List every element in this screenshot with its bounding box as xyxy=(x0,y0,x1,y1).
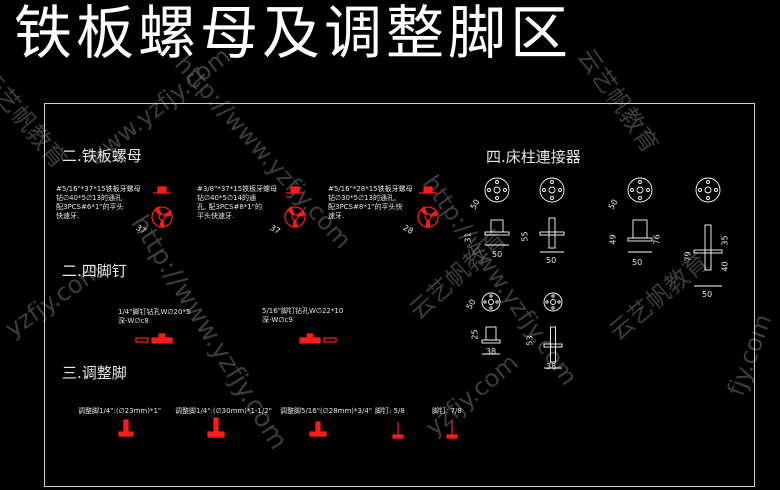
dimension-label: 50 xyxy=(702,290,713,299)
note-text: 5/16"脚钉钻孔W∅22*10 深-W∅c9 xyxy=(262,307,344,324)
nail-drawing xyxy=(446,420,458,439)
note-text: #5/16"*28*15铁板牙螺母 钻∅30*5∅13的通孔, 配3PCS#8*… xyxy=(328,185,413,220)
nail-drawing xyxy=(392,422,404,439)
leveler-drawing xyxy=(118,419,134,437)
tee-nut-drawing xyxy=(151,186,173,228)
connector-drawing xyxy=(539,177,565,253)
dimension-label: 49 xyxy=(608,234,618,245)
section-heading: 三.调整脚 xyxy=(62,364,127,382)
four-prong-nut-drawing xyxy=(299,333,321,344)
section-heading: 四.床柱連接器 xyxy=(486,148,581,166)
dimension-label: 76 xyxy=(652,234,662,245)
four-prong-nut-drawing xyxy=(151,333,173,344)
dimension-label: 55 xyxy=(520,231,530,242)
connector-drawing xyxy=(627,177,653,253)
drawing-frame xyxy=(44,103,755,487)
dimension-label: 50 xyxy=(492,250,503,259)
note-text: 调整脚1/4":(∅23mm)*1" xyxy=(78,407,162,415)
dimension-label: 31 xyxy=(463,232,473,243)
dimension-label: 35 xyxy=(720,235,730,246)
note-text: #3/8"*37*15铁板牙螺母 钻∅40*5∅14的通 孔, 配3PCS#8*… xyxy=(197,185,278,220)
four-prong-nut-drawing xyxy=(323,337,337,343)
dimension-label: 25 xyxy=(470,329,480,340)
four-prong-nut-drawing xyxy=(135,337,149,343)
dimension-label: 79 xyxy=(683,251,693,262)
note-text: 调整脚1/4":(∅30mm)*1-1/2" xyxy=(175,407,272,415)
note-text: 1/4"脚钉钻孔W∅20*5 深-W∅c8 xyxy=(118,308,191,325)
leveler-drawing xyxy=(309,421,327,437)
tee-nut-drawing xyxy=(417,186,439,228)
section-heading: 二.铁板螺母 xyxy=(62,147,142,165)
note-text: #5/16"*37*15铁板牙螺母 钻∅40*5∅13的通孔 配3PCS#6*1… xyxy=(56,185,141,220)
connector-drawing xyxy=(693,177,723,287)
leveler-drawing xyxy=(207,417,225,438)
connector-drawing xyxy=(481,292,501,355)
tee-nut-drawing xyxy=(284,186,306,228)
dimension-label: 50 xyxy=(632,258,643,267)
connector-drawing xyxy=(484,177,510,246)
dimension-label: 38 xyxy=(546,362,557,371)
note-text: 脚钉: 7/8 xyxy=(432,407,462,415)
dimension-label: 53 xyxy=(525,335,535,346)
section-heading: 二.四脚钉 xyxy=(62,262,127,280)
dimension-label: 38 xyxy=(486,347,497,356)
dimension-label: 40 xyxy=(720,261,730,272)
dimension-label: 50 xyxy=(546,256,557,265)
connector-drawing xyxy=(543,292,563,369)
note-text: 调整脚5/16"(∅28mm)*3/4" xyxy=(280,407,373,415)
note-text: 脚钉: 5/8 xyxy=(375,407,405,415)
page-title: 铁板螺母及调整脚区 xyxy=(14,0,573,67)
